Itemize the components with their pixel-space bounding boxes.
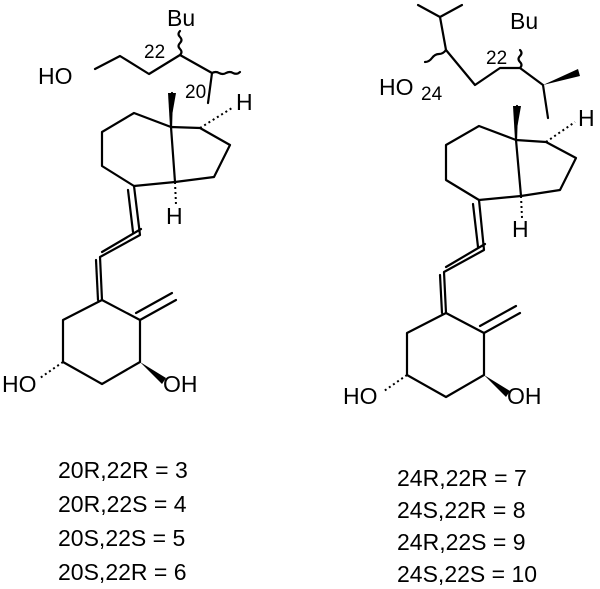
left-c22-locant: 22 [144, 42, 165, 63]
right-isopropyl [416, 3, 464, 52]
right-molecule: HO 24 Bu 22 H H HO OH [343, 3, 595, 409]
left-oh-wedge [140, 362, 166, 384]
left-labels: 20R,22R = 3 20R,22S = 4 20S,22S = 5 20S,… [58, 457, 188, 585]
left-five-ring [169, 125, 232, 184]
left-h-hash [199, 107, 233, 129]
left-c20-locant: 20 [185, 82, 206, 103]
left-double-bond-3 [94, 258, 100, 302]
right-six-ring [444, 124, 523, 202]
right-sidechain-bonds [444, 48, 550, 120]
left-molecule: HO Bu 22 20 H H HO OH [2, 5, 253, 397]
left-label-2: 20R,22S = 4 [58, 491, 187, 517]
right-ho-chain-label: HO [379, 74, 414, 100]
left-a-ring [61, 298, 142, 386]
left-exo-methylene [134, 291, 178, 322]
right-bu-label: Bu [510, 8, 538, 34]
right-c22-locant: 22 [486, 48, 507, 69]
left-ho-ring-label: HO [2, 371, 37, 397]
left-six-ring [100, 111, 177, 188]
right-five-ring [514, 138, 578, 198]
right-angular-wedge [513, 106, 521, 140]
right-label-1: 24R,22R = 7 [397, 465, 527, 491]
right-label-3: 24R,22S = 9 [397, 529, 526, 555]
right-double-bond-3 [438, 273, 444, 315]
right-ho-ring-label: HO [343, 383, 378, 409]
right-a-ring [405, 311, 486, 399]
left-label-4: 20S,22R = 6 [58, 559, 187, 585]
left-c22-wavy-bond [177, 29, 183, 57]
left-label-1: 20R,22R = 3 [58, 457, 188, 483]
left-ho-hash [39, 361, 64, 379]
right-h-hash-bottom [520, 195, 523, 219]
right-oh-ring-label: OH [507, 383, 542, 409]
right-double-bond-2 [444, 242, 487, 269]
right-double-bond-1 [471, 202, 480, 249]
left-triene-chain [98, 184, 142, 302]
right-h-top-label: H [578, 105, 595, 131]
right-c21-wedge [543, 69, 580, 85]
left-angular-wedge [168, 93, 176, 127]
left-sidechain-bonds [93, 53, 214, 105]
left-h-bottom-label: H [166, 203, 183, 229]
right-c22-wavy-bond [517, 48, 523, 70]
right-labels: 24R,22R = 7 24S,22R = 8 24R,22S = 9 24S,… [397, 465, 537, 587]
right-ho-hash [383, 374, 408, 392]
left-oh-ring-label: OH [163, 371, 198, 397]
left-ho-chain-label: HO [38, 63, 73, 89]
right-triene-chain [442, 198, 486, 315]
right-label-2: 24S,22R = 8 [397, 497, 526, 523]
right-oh-wedge [484, 375, 510, 397]
left-h-hash-bottom [174, 181, 177, 206]
right-h-bottom-label: H [512, 216, 529, 242]
left-double-bond-1 [126, 188, 135, 234]
left-h-top-label: H [236, 89, 253, 115]
left-label-3: 20S,22S = 5 [58, 525, 185, 551]
right-c24-locant: 24 [421, 84, 443, 105]
left-bu-label: Bu [167, 5, 195, 31]
right-h-hash [545, 121, 576, 143]
right-label-4: 24S,22S = 10 [397, 561, 537, 587]
right-c24-wavy-bond [423, 48, 448, 64]
left-double-bond-2 [100, 227, 143, 254]
left-c20-wavy-bond [210, 70, 242, 76]
right-exo-methylene [478, 304, 522, 335]
